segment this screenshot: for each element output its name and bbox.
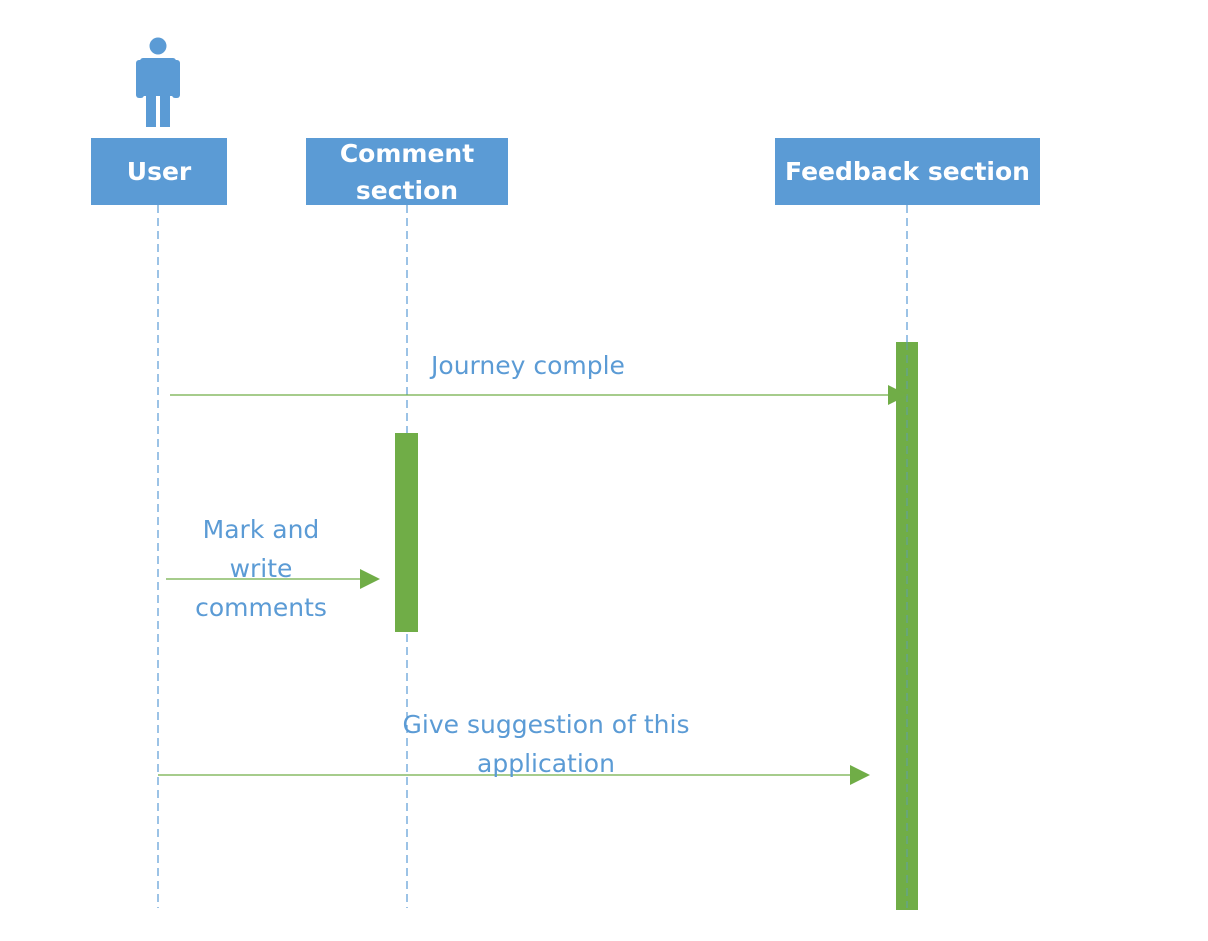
message-label-comments: Mark and write comments <box>195 515 327 622</box>
participant-feedback-label: Feedback section <box>785 157 1030 186</box>
participant-comment-label: Comment section <box>339 138 475 205</box>
participant-comment-section: Comment section <box>306 138 508 205</box>
message-label-journey: Journey comple <box>431 351 625 380</box>
arrowhead-comments <box>360 569 380 589</box>
arrowhead-journey <box>888 385 908 405</box>
activation-comment <box>395 433 418 632</box>
arrowhead-suggestion <box>850 765 870 785</box>
message-label-suggestion: Give suggestion of this application <box>402 710 690 778</box>
person-icon <box>136 37 180 127</box>
participant-user-label: User <box>126 157 192 186</box>
participant-feedback-section: Feedback section <box>775 138 1040 205</box>
activation-feedback <box>896 342 918 910</box>
participant-user: User <box>91 138 227 205</box>
